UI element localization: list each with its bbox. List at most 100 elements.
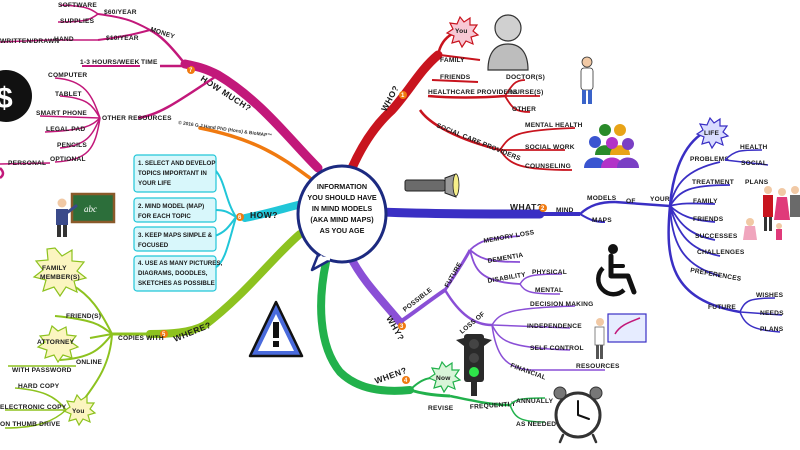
- what-family: FAMILY: [693, 198, 718, 205]
- why-physical: PHYSICAL: [532, 269, 567, 276]
- how-much-smart-phone: SMART PHONE: [36, 110, 87, 117]
- how-much-10-year: $10/YEAR: [106, 35, 139, 42]
- when-number: 4: [404, 378, 408, 384]
- who-social-care: SOCIAL CARE PROVIDERS: [435, 122, 522, 162]
- who-doctors: DOCTOR(S): [506, 74, 545, 81]
- how-tip-box-4: [133, 255, 217, 292]
- how-tip-4b: DIAGRAMS, DOODLES,: [138, 270, 208, 277]
- who-counseling: COUNSELING: [525, 163, 571, 170]
- how-tip-1c: YOUR LIFE: [138, 180, 171, 187]
- where-copies-with: COPIES WITH: [118, 335, 164, 342]
- how-tip-4a: 4. USE AS MANY PICTURES,: [138, 260, 223, 267]
- who-family: FAMILY: [440, 57, 465, 64]
- who-other: OTHER: [512, 106, 536, 113]
- what-needs: NEEDS: [760, 310, 784, 317]
- what-problems: PROBLEMS: [690, 156, 729, 163]
- when-now-starburst: Now: [427, 360, 462, 394]
- when-branch-group: WHEN? 4 Now REVISE FREQUENTLY ANNUALLY A…: [373, 360, 556, 428]
- what-plans-future: PLANS: [760, 326, 784, 333]
- how-much-software: SOFTWARE: [58, 2, 97, 9]
- why-decision-making: DECISION MAKING: [530, 301, 593, 308]
- where-with-password: WITH PASSWORD: [12, 367, 72, 374]
- who-you: You: [455, 28, 468, 35]
- center-line-5: AS YOU AGE: [320, 226, 365, 235]
- how-tip-4c: SKETCHES AS POSSIBLE: [138, 280, 215, 287]
- how-tip-box-1: [133, 154, 217, 193]
- how-much-60-year: $60/YEAR: [104, 9, 137, 16]
- what-future: FUTURE: [708, 304, 736, 311]
- alarm-clock-icon: [553, 386, 603, 444]
- center-line-3: IN MIND MODELS: [312, 204, 372, 213]
- how-tip-3a: 3. KEEP MAPS SIMPLE &: [138, 232, 213, 239]
- what-branch-group: WHAT? 2 MIND MODELS MAPS OF YOUR LIFE PR…: [510, 116, 784, 333]
- how-tip-1a: 1. SELECT AND DEVELOP: [138, 160, 215, 167]
- when-frequently: FREQUENTLY: [470, 401, 517, 411]
- what-friends: FRIENDS: [693, 216, 724, 223]
- warning-sign-icon: [248, 300, 304, 358]
- where-attorney: ATTORNEY: [37, 339, 75, 346]
- flashlight-icon: [404, 173, 460, 198]
- presenter-icon: [594, 313, 647, 359]
- where-branch-group: WHERE? 5 COPIES WITH FAMILY MEMBER(S) FR…: [0, 247, 213, 429]
- where-family-starburst: FAMILY MEMBER(S): [32, 247, 88, 298]
- where-hard-copy: HARD COPY: [18, 383, 60, 390]
- where-title: WHERE?: [172, 320, 213, 344]
- chalkboard-abc: abc: [84, 204, 97, 214]
- how-tip-box-3: [133, 226, 217, 252]
- why-self-control: SELF CONTROL: [530, 345, 584, 352]
- how-much-personal: PERSONAL: [8, 160, 46, 167]
- how-much-supplies: SUPPLIES: [60, 18, 95, 25]
- how-tip-box-2: [133, 197, 217, 223]
- why-resources: RESOURCES: [576, 363, 620, 370]
- center-line-4: (AKA MIND MAPS): [310, 215, 374, 224]
- who-you-starburst: You: [445, 15, 480, 49]
- teacher-chalkboard-icon: abc: [56, 192, 116, 237]
- branch-where: [146, 230, 304, 338]
- how-tip-2a: 2. MIND MODEL (MAP): [138, 203, 204, 210]
- family-icon: [743, 186, 800, 240]
- how-much-hand: HAND: [54, 36, 74, 43]
- branch-when: [317, 258, 414, 395]
- person-icon: [487, 14, 529, 71]
- how-much-hours: 1-3 HOURS/WEEK: [80, 59, 140, 66]
- who-nurses: NURSE(S): [510, 89, 543, 96]
- what-number: 2: [541, 206, 545, 212]
- when-as-needed: AS NEEDED: [516, 421, 556, 428]
- where-family-1: FAMILY: [42, 265, 67, 272]
- how-much-optional: OPTIONAL: [50, 156, 86, 163]
- what-plans-treatment: PLANS: [745, 179, 769, 186]
- where-family-2: MEMBER(S): [40, 274, 80, 281]
- branch-how-much: [180, 59, 323, 173]
- where-thumb-drive: ON THUMB DRIVE: [0, 421, 61, 428]
- wheelchair-icon: [596, 244, 637, 297]
- what-mind: MIND: [556, 207, 574, 214]
- dollar-icon: $: [0, 70, 32, 122]
- how-much-time: TIME: [141, 59, 158, 66]
- what-social: SOCIAL: [741, 160, 767, 167]
- what-preferences: PREFERENCES: [690, 267, 742, 283]
- where-number: 5: [162, 332, 166, 338]
- who-friends: FRIENDS: [440, 74, 471, 81]
- branch-who: [347, 50, 443, 173]
- why-dementia: DEMENTIA: [487, 252, 524, 265]
- how-much-tablet: TABLET: [55, 91, 82, 98]
- what-maps: MAPS: [592, 217, 612, 224]
- what-challenges: CHALLENGES: [697, 249, 745, 256]
- why-future: FUTURE: [444, 261, 464, 289]
- what-title: WHAT?: [510, 202, 543, 212]
- when-revise: REVISE: [428, 405, 454, 412]
- what-your: YOUR: [650, 196, 670, 203]
- central-topic: INFORMATION YOU SHOULD HAVE IN MIND MODE…: [296, 164, 388, 272]
- how-much-written: WRITTEN/DRAWN: [0, 38, 59, 45]
- how-much-legal-pad: LEGAL PAD: [46, 126, 85, 133]
- where-friends: FRIEND(S): [66, 313, 101, 320]
- copyright-text: © 2016 G.J.Hand PhD (Hons) & BioMAP™: [178, 119, 273, 139]
- where-attorney-starburst: ATTORNEY: [36, 324, 80, 364]
- why-mental: MENTAL: [535, 287, 563, 294]
- how-number: 6: [238, 215, 242, 221]
- what-health: HEALTH: [740, 144, 767, 151]
- people-group-icon: [584, 124, 639, 168]
- what-life: LIFE: [704, 130, 719, 137]
- how-much-branch-group: HOW MUCH? 7 MONEY $60/YEAR $10/YEAR SOFT…: [0, 2, 253, 179]
- why-branch-group: WHY? 3 POSSIBLE FUTURE MEMORY LOSS DEMEN…: [384, 229, 620, 382]
